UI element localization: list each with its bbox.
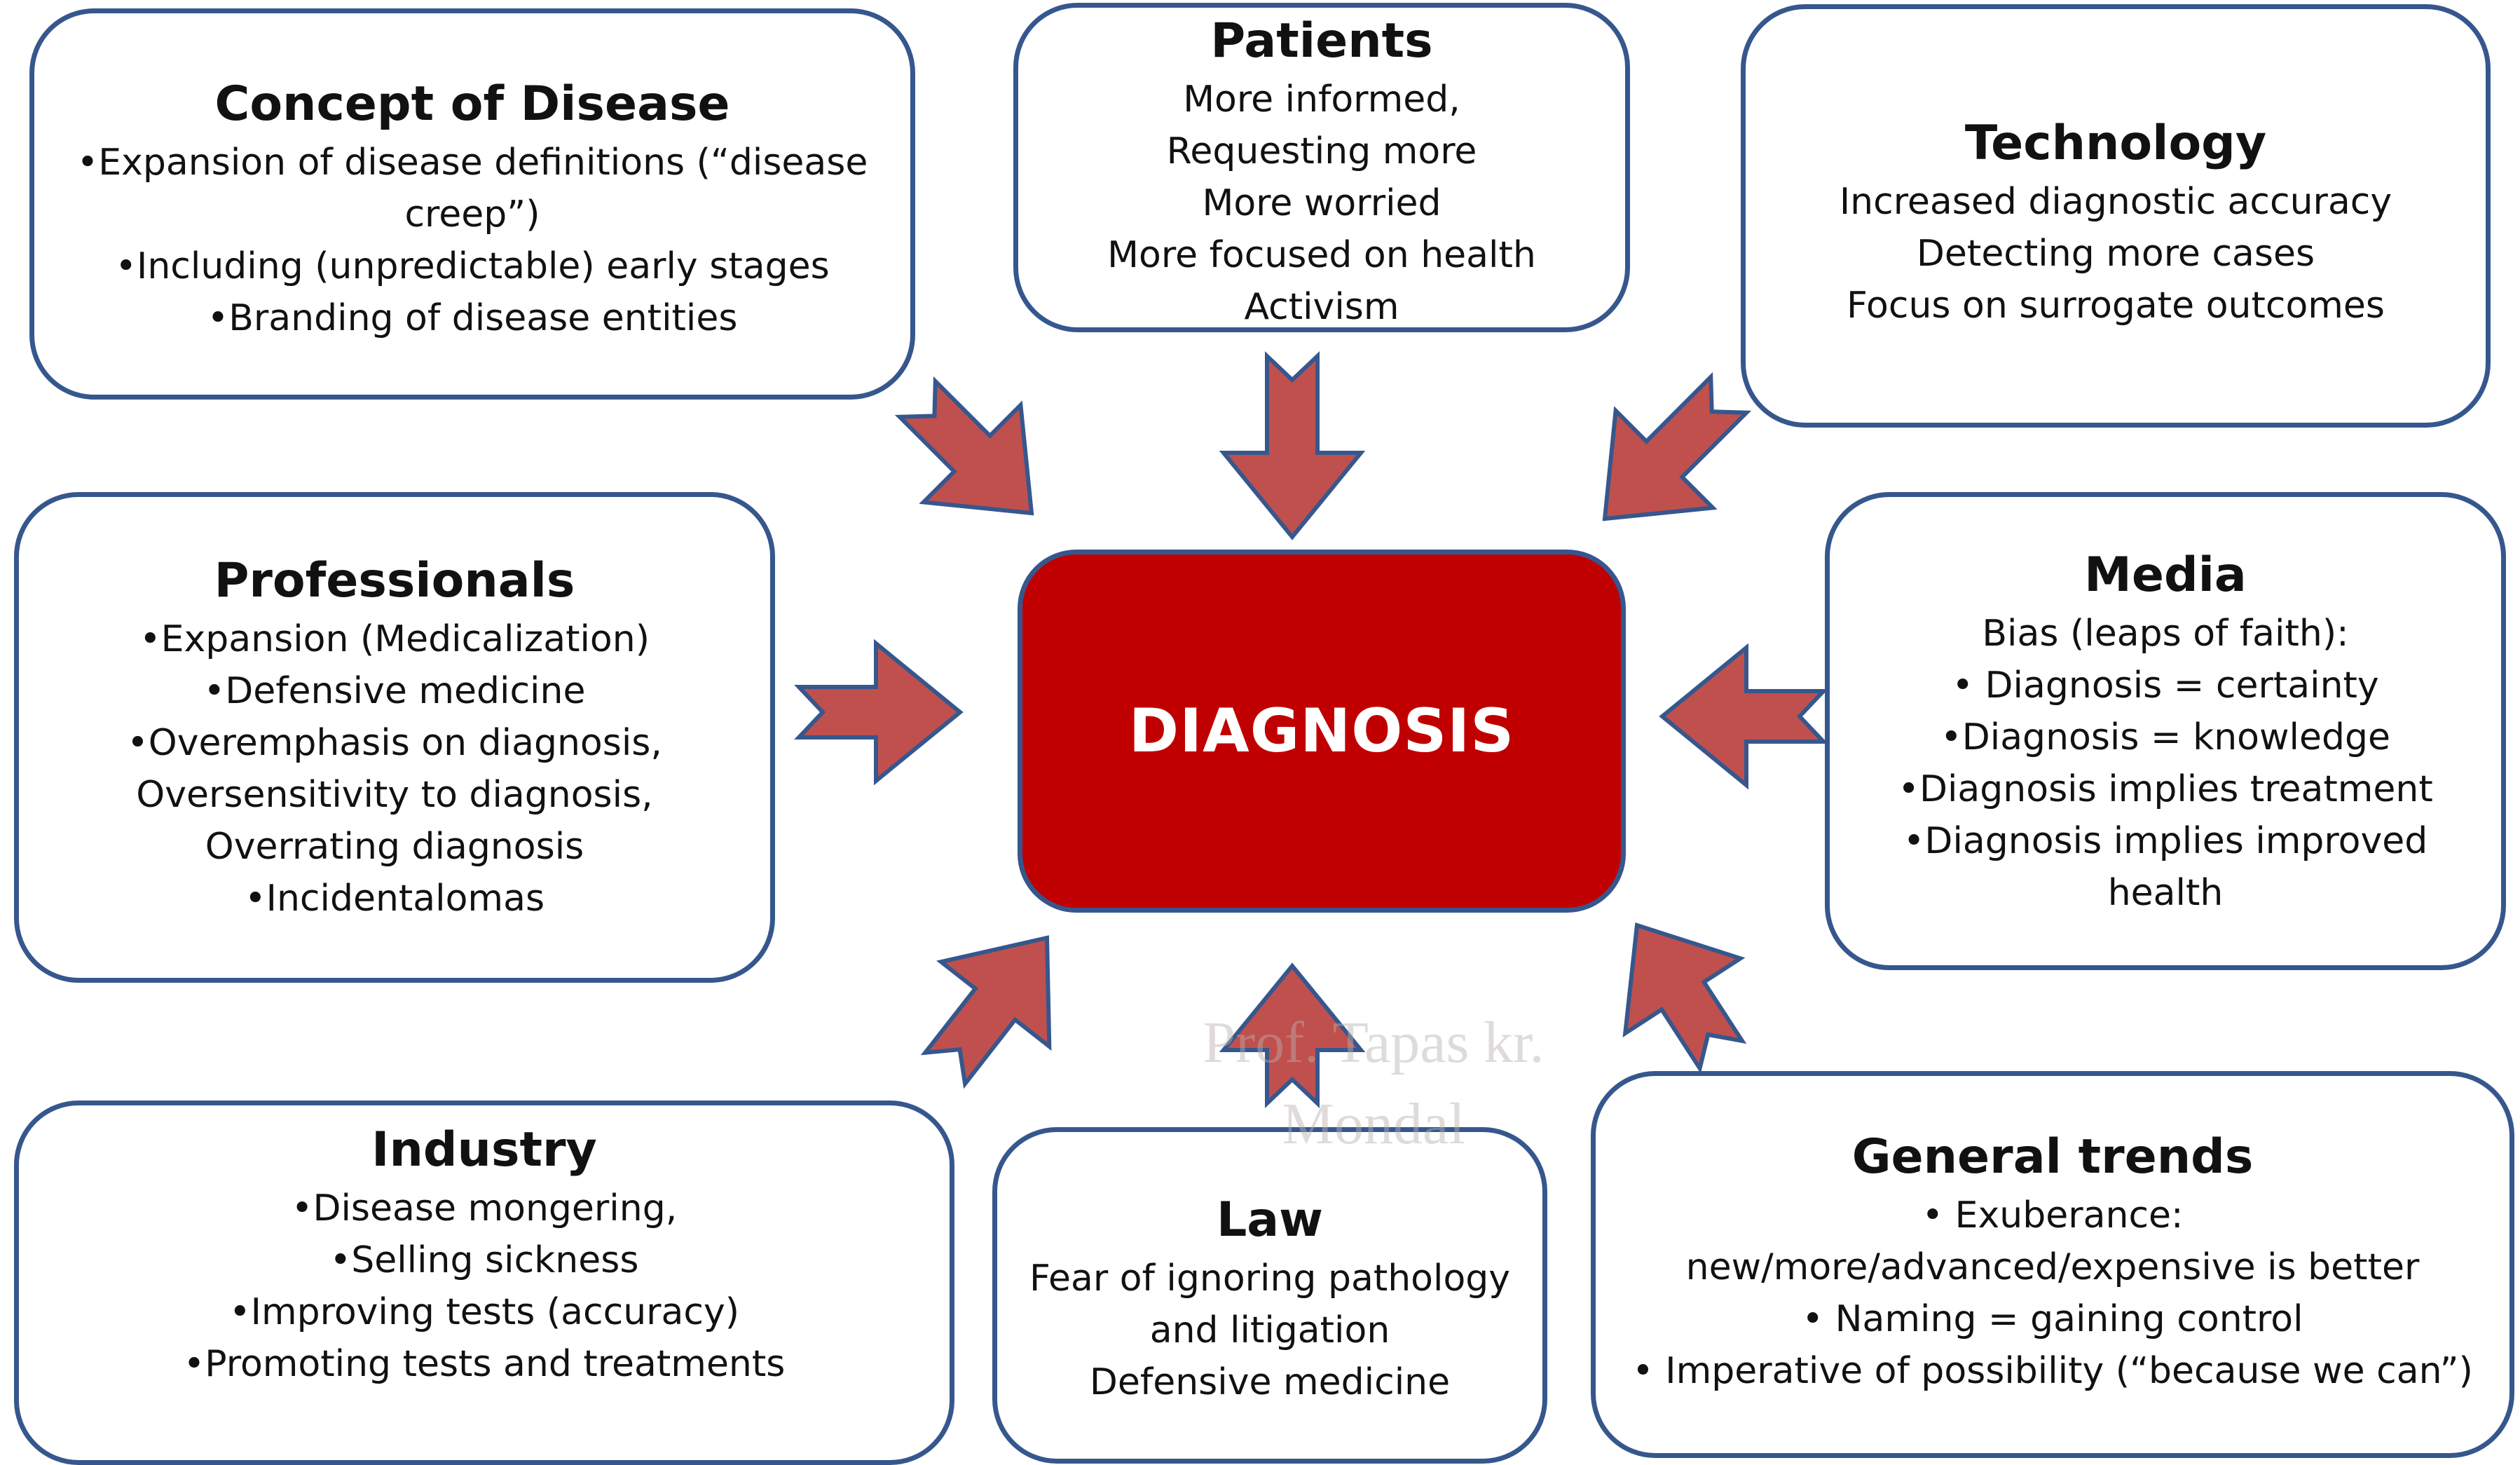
box-line: Oversensitivity to diagnosis, [136,774,653,816]
watermark-line: Mondal [1282,1091,1465,1157]
arrow-from-trends [1622,922,1747,1074]
box-line: Defensive medicine [1089,1361,1451,1403]
box-line: • Imperative of possibility (“because we… [1632,1350,2473,1392]
box-line: Requesting more [1166,130,1477,172]
arrow-from-concept [894,376,1034,516]
watermark: Prof. Tapas kr. Mondal [1128,1002,1619,1165]
box-media: Media Bias (leaps of faith): • Diagnosis… [1825,492,2506,970]
box-line: Overrating diagnosis [205,826,584,868]
box-title: Professionals [214,553,575,608]
box-line: More informed, [1183,79,1460,121]
arrow-from-media [1659,643,1828,790]
box-line: •Diagnosis implies improved health [1903,820,2428,914]
center-diagnosis-box: DIAGNOSIS [1018,550,1626,913]
box-line: •Expansion (Medicalization) [139,618,650,660]
box-line: •Selling sickness [329,1239,639,1281]
box-line: • Diagnosis = certainty [1952,665,2379,707]
box-professionals: Professionals •Expansion (Medicalization… [14,492,775,983]
box-line: •Improving tests (accuracy) [228,1291,740,1333]
box-title: Patients [1210,13,1433,69]
box-line: Fear of ignoring pathology [1029,1258,1511,1300]
box-line: • Exuberance: [1922,1194,2184,1236]
box-title: Concept of Disease [214,76,730,132]
box-line: Increased diagnostic accuracy [1839,181,2392,223]
box-line: •Disease mongering, [291,1187,678,1229]
box-line: new/more/advanced/expensive is better [1685,1246,2420,1288]
box-title: Media [2084,547,2247,603]
arrow-from-technology [1602,372,1752,522]
box-patients: Patients More informed, Requesting more … [1013,3,1630,332]
box-general-trends: General trends • Exuberance: new/more/ad… [1591,1071,2514,1458]
arrow-from-industry [920,935,1052,1089]
box-line: •Diagnosis implies treatment [1898,768,2433,810]
box-line: Focus on surrogate outcomes [1847,285,2385,327]
box-industry: Industry •Disease mongering, •Selling si… [14,1101,954,1465]
box-line: Bias (leaps of faith): [1982,613,2349,655]
box-line: •Overemphasis on diagnosis, [127,722,662,764]
box-title: Technology [1964,116,2267,171]
center-label: DIAGNOSIS [1128,696,1515,766]
box-line: •Defensive medicine [203,670,586,712]
box-line: More focused on health [1107,234,1536,276]
box-technology: Technology Increased diagnostic accuracy… [1741,4,2491,428]
box-line: and litigation [1149,1309,1390,1351]
arrow-from-law [1219,962,1366,1108]
box-title: Law [1216,1192,1324,1248]
arrow-from-professionals [794,639,964,786]
box-title: General trends [1851,1129,2254,1185]
box-line: Activism [1244,286,1399,328]
box-line: •Promoting tests and treatments [183,1343,786,1385]
box-line: • Naming = gaining control [1802,1298,2303,1340]
box-line: •Incidentalomas [244,878,545,920]
box-line: More worried [1202,182,1442,224]
box-concept-of-disease: Concept of Disease •Expansion of disease… [29,8,915,400]
box-line: •Expansion of disease definitions (“dise… [76,142,868,236]
box-line: •Branding of disease entities [207,297,738,339]
watermark-line: Prof. Tapas kr. [1203,1010,1545,1075]
box-line: •Including (unpredictable) early stages [115,245,830,287]
box-title: Industry [371,1122,597,1178]
box-line: Detecting more cases [1916,233,2315,275]
arrow-from-patients [1219,351,1366,540]
box-line: •Diagnosis = knowledge [1940,716,2390,758]
box-law: Law Fear of ignoring pathology and litig… [992,1127,1547,1464]
